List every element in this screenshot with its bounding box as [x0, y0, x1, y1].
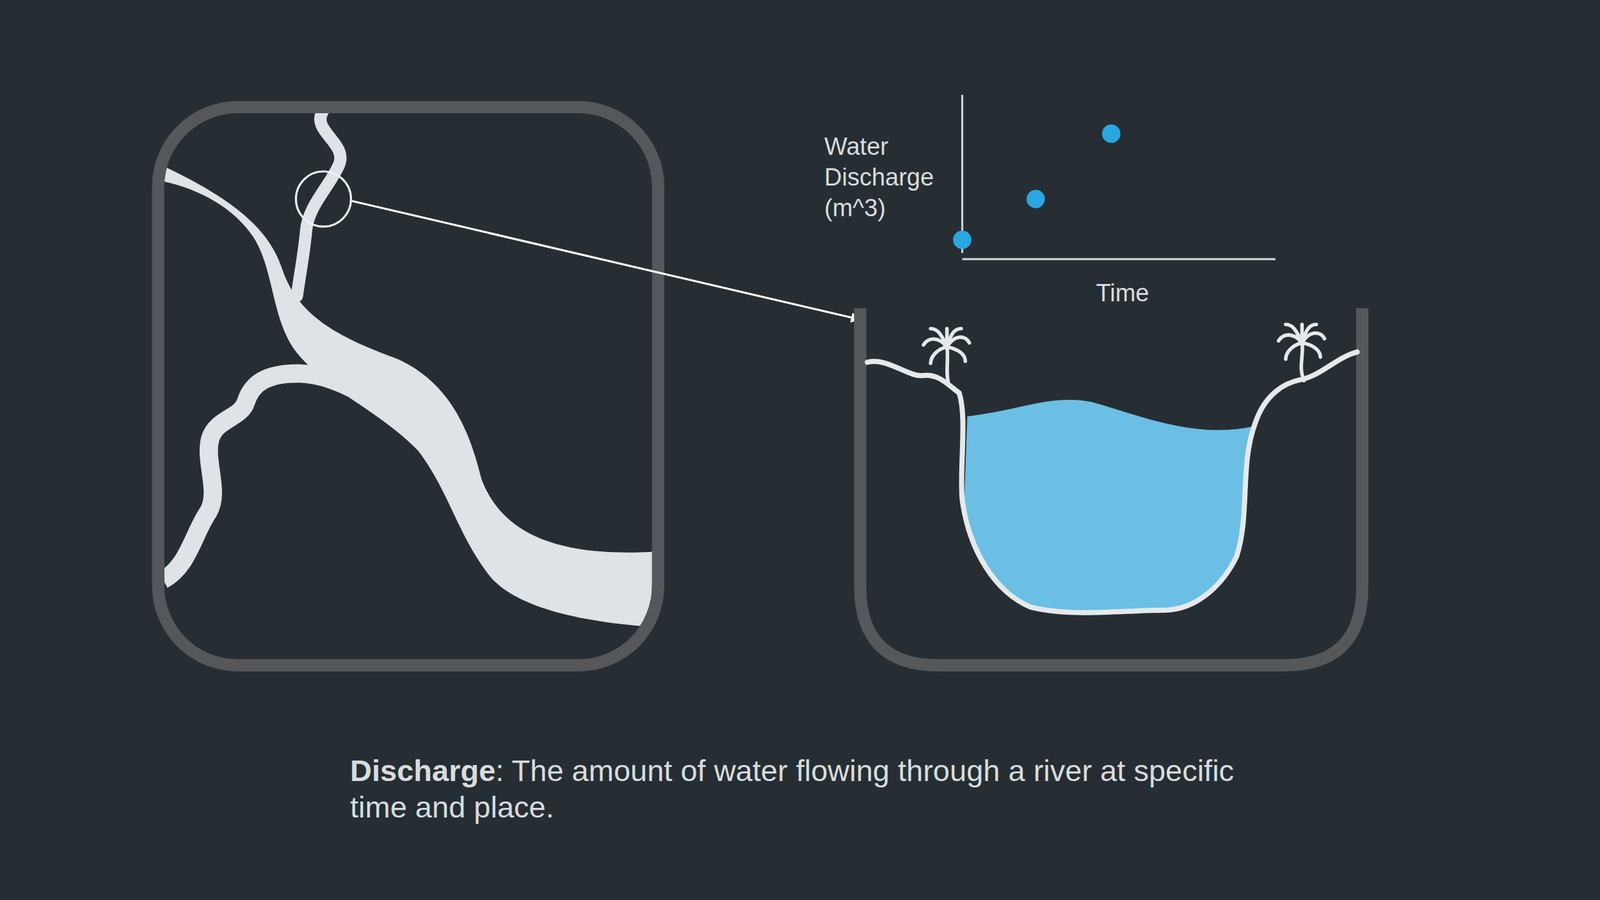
palm-tree: [1278, 324, 1325, 381]
discharge-chart: [952, 94, 1276, 260]
term-bold: Discharge: [350, 753, 496, 788]
water: [964, 400, 1254, 614]
caption: Discharge: The amount of water flowing t…: [350, 752, 1259, 826]
axis-label: Water Discharge (m^3): [824, 131, 953, 224]
river-map: [164, 113, 653, 628]
axis-label: Time: [1095, 279, 1149, 308]
palm-tree: [923, 328, 970, 386]
river-bank: [867, 352, 1357, 613]
